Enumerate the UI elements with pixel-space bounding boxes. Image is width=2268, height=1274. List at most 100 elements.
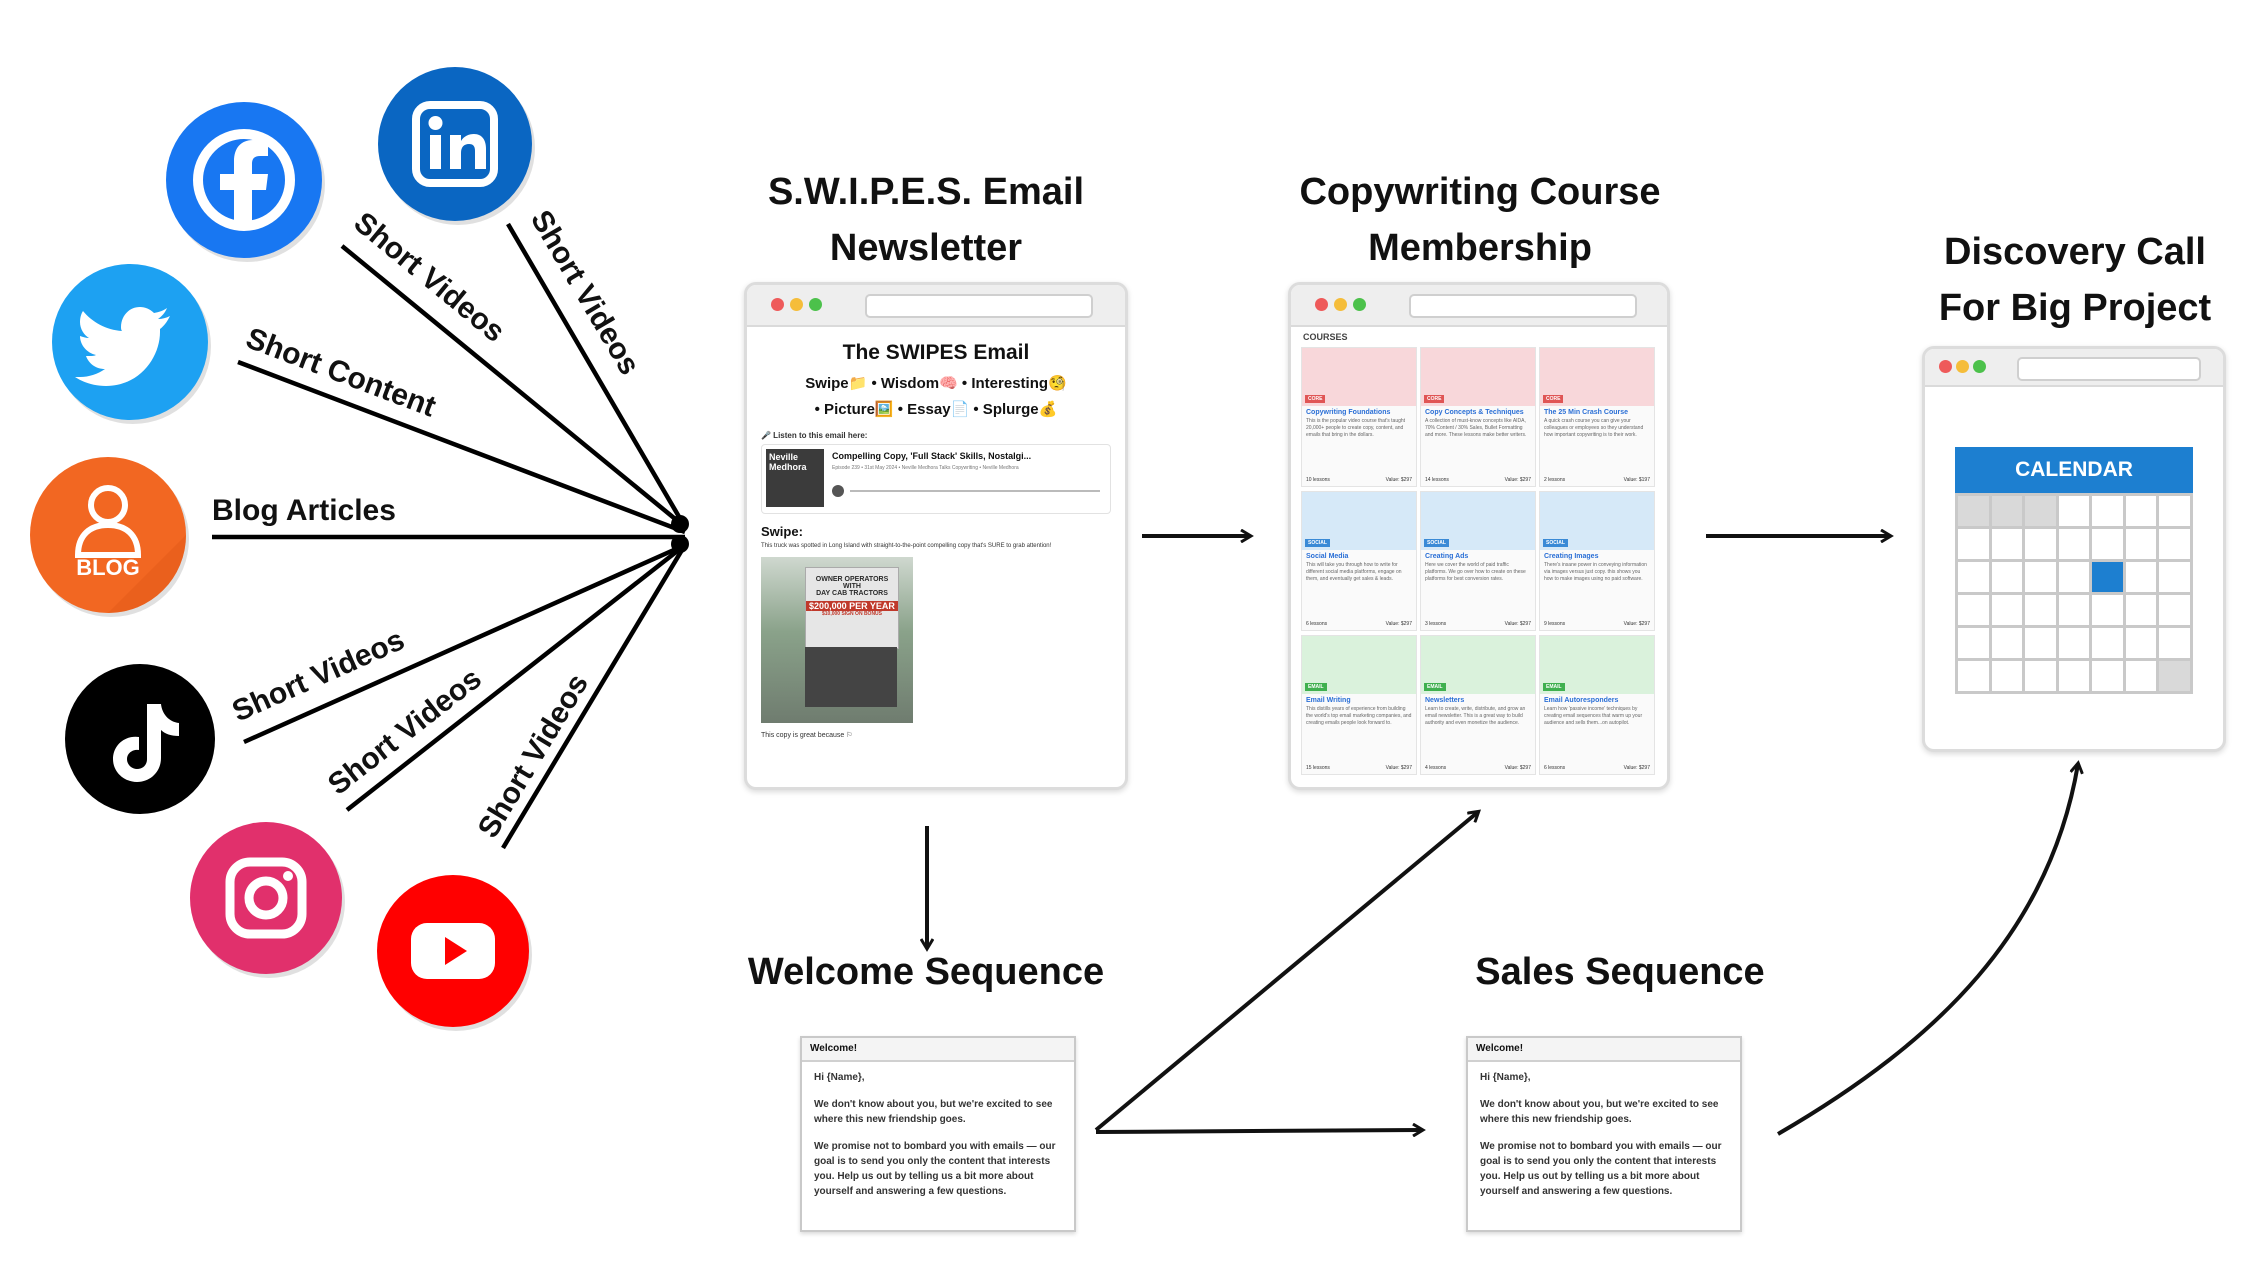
- course-value: Value: $297: [1504, 477, 1531, 483]
- sales-email-screenshot: Welcome! Hi {Name}, We don't know about …: [1466, 1036, 1742, 1232]
- calendar-cell[interactable]: [2092, 496, 2123, 526]
- course-value: Value: $297: [1504, 621, 1531, 627]
- email-paragraph-1: We don't know about you, but we're excit…: [1480, 1099, 1719, 1125]
- calendar-cell[interactable]: [1958, 562, 1989, 592]
- calendar-cell[interactable]: [1958, 496, 1989, 526]
- calendar-cell[interactable]: [2025, 562, 2056, 592]
- calendar-cell[interactable]: [2025, 595, 2056, 625]
- browser-bar: [1925, 349, 2223, 387]
- close-dot: [1315, 298, 1328, 311]
- course-description: This will take you through how to write …: [1306, 562, 1402, 582]
- tags-line-2: • Picture🖼️ • Essay📄 • Splurge💰: [814, 401, 1058, 418]
- calendar-cell[interactable]: [2025, 529, 2056, 559]
- welcome-title: Welcome Sequence: [700, 944, 1152, 1000]
- minimize-dot: [1956, 360, 1969, 373]
- calendar-cell[interactable]: [2058, 595, 2090, 625]
- edge-facebook: [340, 244, 687, 529]
- edge-twitter: [237, 359, 686, 535]
- blog-icon-label: BLOG: [76, 555, 140, 580]
- calendar-cell[interactable]: [2025, 661, 2056, 691]
- calendar-cell[interactable]: [2159, 661, 2190, 691]
- calendar-cell[interactable]: [2159, 628, 2190, 658]
- calendar-cell[interactable]: [2159, 562, 2190, 592]
- calendar-cell[interactable]: [2092, 628, 2123, 658]
- channel-edges: [212, 222, 687, 850]
- calendar-cell[interactable]: [1958, 595, 1989, 625]
- calendar-cell[interactable]: [2125, 595, 2157, 625]
- course-thumbnail: CORE: [1302, 348, 1416, 406]
- newsletter-screenshot: The SWIPES Email Swipe📁 • Wisdom🧠 • Inte…: [744, 282, 1128, 790]
- arrow-welcome-to-course: [1094, 812, 1478, 1132]
- calendar-cell[interactable]: [1958, 628, 1989, 658]
- instagram-icon: [190, 822, 342, 974]
- course-description: A quick crash course you can give your c…: [1544, 418, 1644, 438]
- course-badge: CORE: [1305, 395, 1326, 403]
- sales-title: Sales Sequence: [1390, 944, 1850, 1000]
- discovery-title-line1: Discovery Call: [1944, 231, 2206, 273]
- course-title-line1: Copywriting Course: [1299, 171, 1661, 213]
- calendar-cell[interactable]: [1991, 628, 2023, 658]
- calendar-cell[interactable]: [2058, 562, 2090, 592]
- calendar-cell[interactable]: [1991, 529, 2023, 559]
- calendar-cell[interactable]: [2159, 496, 2190, 526]
- calendar-cell[interactable]: [2125, 562, 2157, 592]
- calendar-cell[interactable]: [2058, 661, 2090, 691]
- maximize-dot: [1973, 360, 1986, 373]
- edge-youtube: [501, 543, 687, 850]
- play-button[interactable]: [832, 485, 844, 497]
- course-description: This distills years of experience from b…: [1306, 706, 1412, 726]
- calendar-cell[interactable]: [2058, 496, 2090, 526]
- calendar-cell[interactable]: [1991, 496, 2023, 526]
- browser-bar: [747, 285, 1125, 327]
- course-lessons: 4 lessons: [1425, 765, 1447, 771]
- calendar-cell[interactable]: [2125, 628, 2157, 658]
- progress-track[interactable]: [850, 490, 1100, 492]
- calendar-cell[interactable]: [2125, 661, 2157, 691]
- course-name: Copywriting Foundations: [1306, 409, 1391, 416]
- calendar-cell[interactable]: [2125, 529, 2157, 559]
- sales-title-text: Sales Sequence: [1475, 951, 1765, 993]
- truck-photo: OWNER OPERATORS WITH DAY CAB TRACTORS $2…: [761, 557, 913, 723]
- truck-line-1: OWNER OPERATORS WITH: [815, 576, 889, 590]
- calendar-cell[interactable]: [2159, 529, 2190, 559]
- address-bar: [865, 294, 1093, 318]
- podcast-title: Compelling Copy, 'Full Stack' Skills, No…: [832, 451, 1032, 461]
- calendar-cell[interactable]: [2125, 496, 2157, 526]
- calendar-cell[interactable]: [2092, 562, 2123, 592]
- course-value: Value: $297: [1385, 765, 1412, 771]
- calendar-cell[interactable]: [1991, 661, 2023, 691]
- course-thumbnail: CORE: [1421, 348, 1535, 406]
- calendar-cell[interactable]: [2092, 661, 2123, 691]
- calendar-cell[interactable]: [2025, 628, 2056, 658]
- address-bar: [1409, 294, 1637, 318]
- calendar-cell[interactable]: [1991, 595, 2023, 625]
- calendar-cell[interactable]: [2025, 496, 2056, 526]
- calendar-cell[interactable]: [2092, 529, 2123, 559]
- calendar-cell[interactable]: [2159, 595, 2190, 625]
- email-paragraph-2: We promise not to bombard you with email…: [1480, 1141, 1722, 1197]
- calendar-cell[interactable]: [2058, 628, 2090, 658]
- tiktok-icon: [65, 664, 215, 814]
- calendar-cell[interactable]: [1958, 661, 1989, 691]
- calendar-cell[interactable]: [2092, 595, 2123, 625]
- email-subject: Welcome!: [802, 1038, 1074, 1062]
- email-body: Hi {Name}, We don't know about you, but …: [1468, 1062, 1740, 1219]
- calendar-cell[interactable]: [1958, 529, 1989, 559]
- course-title: Copywriting Course Membership: [1250, 164, 1710, 276]
- calendar-cell[interactable]: [1991, 562, 2023, 592]
- calendar-cell[interactable]: [2058, 529, 2090, 559]
- course-name: Creating Images: [1544, 553, 1599, 560]
